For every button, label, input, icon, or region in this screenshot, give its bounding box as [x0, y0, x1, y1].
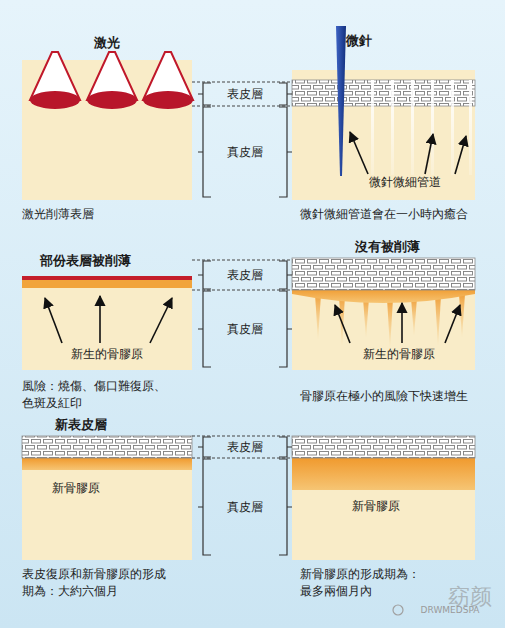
- skin-panel: 部份表層被削薄新生的骨膠原風險：燒傷、傷口難復原、 色斑及紅印: [22, 276, 192, 370]
- panel-label: 新骨膠原: [352, 498, 462, 515]
- panel-heading: 新表皮層: [55, 416, 175, 433]
- layer-label: 表皮層: [215, 267, 275, 283]
- skin-panel: 沒有被削薄新生的骨膠原骨膠原在極小的風險下快速增生: [292, 258, 475, 370]
- skin-panel: 新表皮層新骨膠原表皮復原和新骨膠原的形成 期為：大約六個月: [22, 436, 192, 560]
- skin-panel: 激光激光削薄表層: [22, 60, 192, 200]
- panel-label: 新生的骨膠原: [344, 346, 454, 363]
- panel-caption: 表皮復原和新骨膠原的形成 期為：大約六個月: [22, 566, 197, 600]
- watermark: DRWMEDSPA: [405, 604, 495, 617]
- layer-label: 真皮層: [215, 321, 275, 337]
- panel-heading: 沒有被削薄: [355, 238, 465, 255]
- layer-label: 表皮層: [215, 439, 275, 455]
- panel-caption: 微針微細管道會在一小時內癒合: [300, 206, 485, 223]
- panel-label: 新骨膠原: [52, 480, 162, 497]
- layer-label: 真皮層: [215, 499, 275, 515]
- layer-label: 真皮層: [215, 144, 275, 160]
- panel-caption: 骨膠原在極小的風險下快速增生: [300, 388, 485, 405]
- skin-panel: 微針微針微細管道微針微細管道會在一小時內癒合: [292, 70, 475, 200]
- panel-heading: 激光: [22, 34, 192, 51]
- panel-heading: 微針: [346, 32, 406, 49]
- panel-label: 新生的骨膠原: [52, 346, 162, 363]
- panel-label: 微針微細管道: [347, 174, 462, 191]
- panel-caption: 激光削薄表層: [22, 206, 197, 223]
- layer-label: 表皮層: [215, 86, 275, 102]
- skin-panel: 新骨膠原新骨膠原的形成期為： 最多兩個月內: [292, 436, 475, 560]
- panel-caption: 風險：燒傷、傷口難復原、 色斑及紅印: [22, 378, 197, 412]
- panel-heading: 部份表層被削薄: [40, 252, 190, 269]
